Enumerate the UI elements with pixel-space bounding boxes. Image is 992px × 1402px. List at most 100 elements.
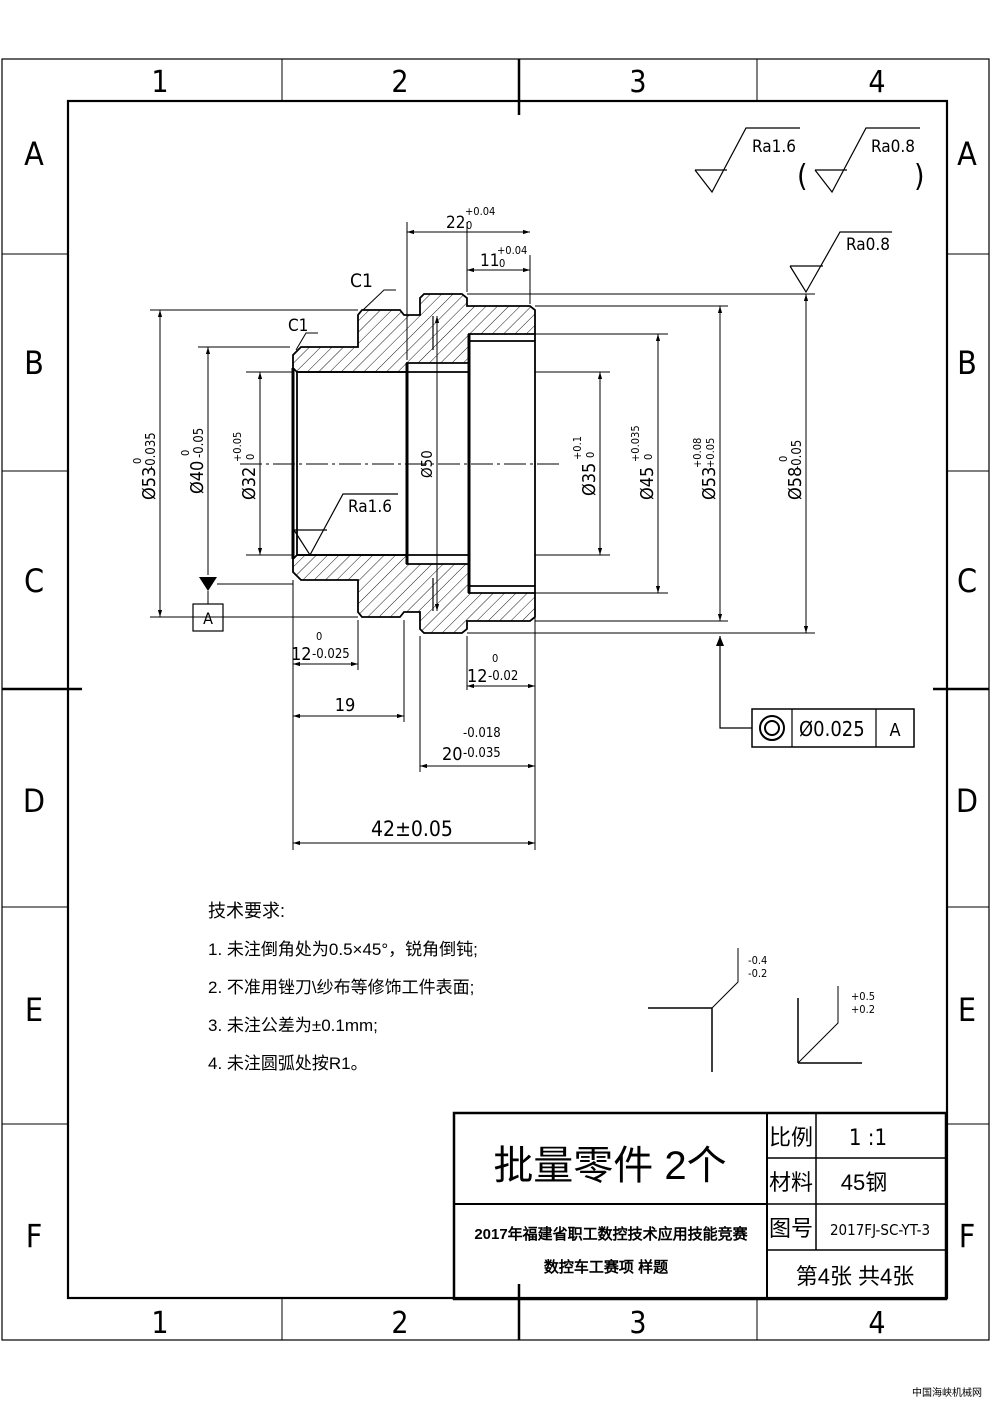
dim-l12-right: 12 <box>467 666 488 687</box>
dim-d35-lower: 0 <box>584 452 597 458</box>
ratio-label: 比例 <box>769 1125 813 1150</box>
dim-d35: Ø35 <box>579 463 600 496</box>
dimension-lines <box>150 222 815 850</box>
competition-name: 2017年福建省职工数控技术应用技能竞赛 <box>474 1225 748 1243</box>
od-roughness-value: Ra0.8 <box>846 235 890 255</box>
corner-mark-a-lower: -0.2 <box>748 967 767 980</box>
col-label-4-bottom: 4 <box>868 1306 885 1341</box>
dim-d53-left: Ø53 <box>139 467 160 500</box>
part-name: 批量零件 2个 <box>493 1144 726 1188</box>
row-label-e-right: E <box>958 991 976 1029</box>
col-label-4: 4 <box>868 65 885 100</box>
dim-d40-lower: -0.05 <box>192 428 207 458</box>
dim-22-lower: 0 <box>466 219 472 232</box>
dim-d32: Ø32 <box>239 467 260 500</box>
dim-d53-right-lower: +0.05 <box>704 438 717 468</box>
dim-d58-upper: 0 <box>777 456 790 462</box>
other-roughness-value: Ra0.8 <box>871 137 915 157</box>
corner-marks <box>648 948 862 1072</box>
sheet-count: 第4张 共4张 <box>796 1264 915 1289</box>
material-value: 45钢 <box>841 1170 887 1195</box>
paren-open: ( <box>797 159 808 194</box>
drawing-no-label: 图号 <box>769 1216 813 1241</box>
dim-11-upper: +0.04 <box>497 244 527 257</box>
part-section <box>240 293 560 634</box>
note-3: 3. 未注公差为±0.1mm; <box>208 1016 378 1035</box>
note-2: 2. 不准用锉刀\纱布等修饰工件表面; <box>208 978 474 997</box>
dim-d50: Ø50 <box>418 450 436 478</box>
dim-d45-upper: +0.035 <box>629 425 642 462</box>
bore-roughness-symbol <box>293 493 398 557</box>
dim-d58-lower: -0.05 <box>790 440 805 470</box>
row-label-f: F <box>26 1217 43 1255</box>
dim-d40-upper: 0 <box>179 450 192 456</box>
dim-l20: 20 <box>442 744 463 765</box>
notes-title: 技术要求: <box>208 901 285 921</box>
dim-d35-upper: +0.1 <box>571 436 584 460</box>
row-label-d: D <box>23 782 45 820</box>
dim-d53-left-upper: 0 <box>131 458 144 464</box>
col-label-3-bottom: 3 <box>629 1306 646 1341</box>
row-label-c-right: C <box>957 562 977 600</box>
dim-d40: Ø40 <box>187 461 208 494</box>
dim-22-upper: +0.04 <box>465 205 495 218</box>
dim-d53-right-upper: +0.08 <box>691 438 704 468</box>
row-label-a-right: A <box>957 135 977 173</box>
row-label-d-right: D <box>956 782 978 820</box>
tolerance-value: Ø0.025 <box>799 717 865 741</box>
bore-roughness-value: Ra1.6 <box>348 497 392 517</box>
diameter-labels: Ø53 0 -0.035 Ø40 0 -0.05 Ø32 +0.05 0 Ø50… <box>131 425 806 500</box>
dim-l12-right-lower: -0.02 <box>488 669 518 684</box>
event-name: 数控车工赛项 样题 <box>544 1258 669 1276</box>
dim-l19: 19 <box>335 695 356 716</box>
drawing-no-value: 2017FJ-SC-YT-3 <box>830 1221 930 1239</box>
dim-11-lower: 0 <box>499 257 505 270</box>
tolerance-datum: A <box>889 720 900 741</box>
dim-l20-upper: -0.018 <box>463 726 501 741</box>
watermark: 中国海峡机械网 <box>912 1386 982 1399</box>
row-label-b-right: B <box>957 344 977 382</box>
corner-mark-a-upper: -0.4 <box>748 954 767 967</box>
col-label-1-bottom: 1 <box>151 1306 168 1341</box>
dim-d32-upper: +0.05 <box>231 432 244 462</box>
ratio-value: 1 :1 <box>849 1126 887 1151</box>
chamfer-outer-label: C1 <box>350 270 373 292</box>
paren-close: ) <box>914 159 925 194</box>
title-block <box>452 1111 948 1301</box>
dim-d45-lower: 0 <box>642 454 655 460</box>
row-label-b: B <box>24 344 44 382</box>
col-label-3: 3 <box>629 65 646 100</box>
col-label-2: 2 <box>391 65 408 100</box>
general-roughness-symbol <box>694 127 920 194</box>
dim-22: 22 <box>446 213 465 233</box>
zone-labels: 1 2 3 4 1 2 3 4 A B C D E F A B C D E F <box>23 65 978 1341</box>
datum-label: A <box>203 609 213 628</box>
col-label-1: 1 <box>151 65 168 100</box>
row-label-a: A <box>24 135 44 173</box>
dim-d32-lower: 0 <box>244 454 257 460</box>
row-label-c: C <box>24 562 44 600</box>
corner-mark-b-lower: +0.2 <box>851 1003 875 1016</box>
dim-d53-left-lower: -0.035 <box>144 432 159 470</box>
chamfer-inner-label: C1 <box>288 316 308 336</box>
dim-l20-lower: -0.035 <box>463 746 501 761</box>
corner-mark-b-upper: +0.5 <box>851 990 875 1003</box>
row-label-e: E <box>25 991 43 1029</box>
note-4: 4. 未注圆弧处按R1。 <box>208 1054 368 1073</box>
note-1: 1. 未注倒角处为0.5×45°，锐角倒钝; <box>208 940 478 959</box>
dim-l12-left-lower: -0.025 <box>312 647 350 662</box>
general-roughness-value: Ra1.6 <box>752 137 796 157</box>
col-label-2-bottom: 2 <box>391 1306 408 1341</box>
od-roughness-symbol <box>789 231 892 294</box>
row-label-f-right: F <box>959 1217 976 1255</box>
dim-l12-left: 12 <box>291 644 312 665</box>
dim-l42: 42±0.05 <box>371 817 453 841</box>
material-label: 材料 <box>769 1170 813 1195</box>
dim-d58: Ø58 <box>785 467 806 500</box>
datum-feature <box>192 577 293 632</box>
dim-l12-left-upper: 0 <box>316 630 322 643</box>
concentricity-frame <box>719 636 915 748</box>
dim-d53-right: Ø53 <box>699 467 720 500</box>
dim-d45: Ø45 <box>637 467 658 500</box>
dim-11: 11 <box>480 251 499 271</box>
